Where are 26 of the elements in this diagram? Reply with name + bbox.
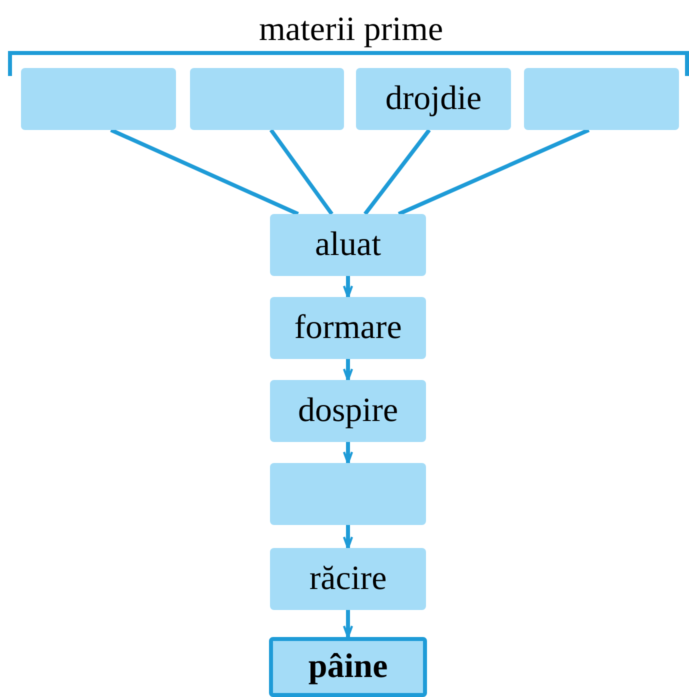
empty-box — [21, 68, 176, 130]
arrow — [342, 610, 354, 638]
process-box — [270, 380, 426, 442]
box-label: aluat — [314, 228, 382, 262]
process-box — [270, 297, 426, 359]
empty-box — [270, 463, 426, 525]
empty-box — [524, 68, 679, 130]
arrow — [342, 359, 354, 382]
box-label: pâine — [308, 650, 388, 684]
process-box — [270, 214, 426, 276]
bracket-label: materii prime — [258, 13, 444, 47]
box-label: drojdie — [385, 82, 482, 116]
connector-line — [269, 128, 334, 216]
box-label: răcire — [309, 562, 387, 596]
arrow — [342, 276, 354, 298]
empty-box — [190, 68, 344, 130]
arrow — [342, 525, 354, 550]
connector-line — [364, 128, 431, 216]
box-label: formare — [294, 311, 402, 345]
arrow — [342, 442, 354, 464]
box-label: dospire — [298, 394, 398, 428]
process-box — [270, 548, 426, 610]
result-box — [269, 637, 427, 697]
connector-line — [110, 128, 299, 216]
connector-line — [398, 128, 590, 216]
process-box — [356, 68, 511, 130]
